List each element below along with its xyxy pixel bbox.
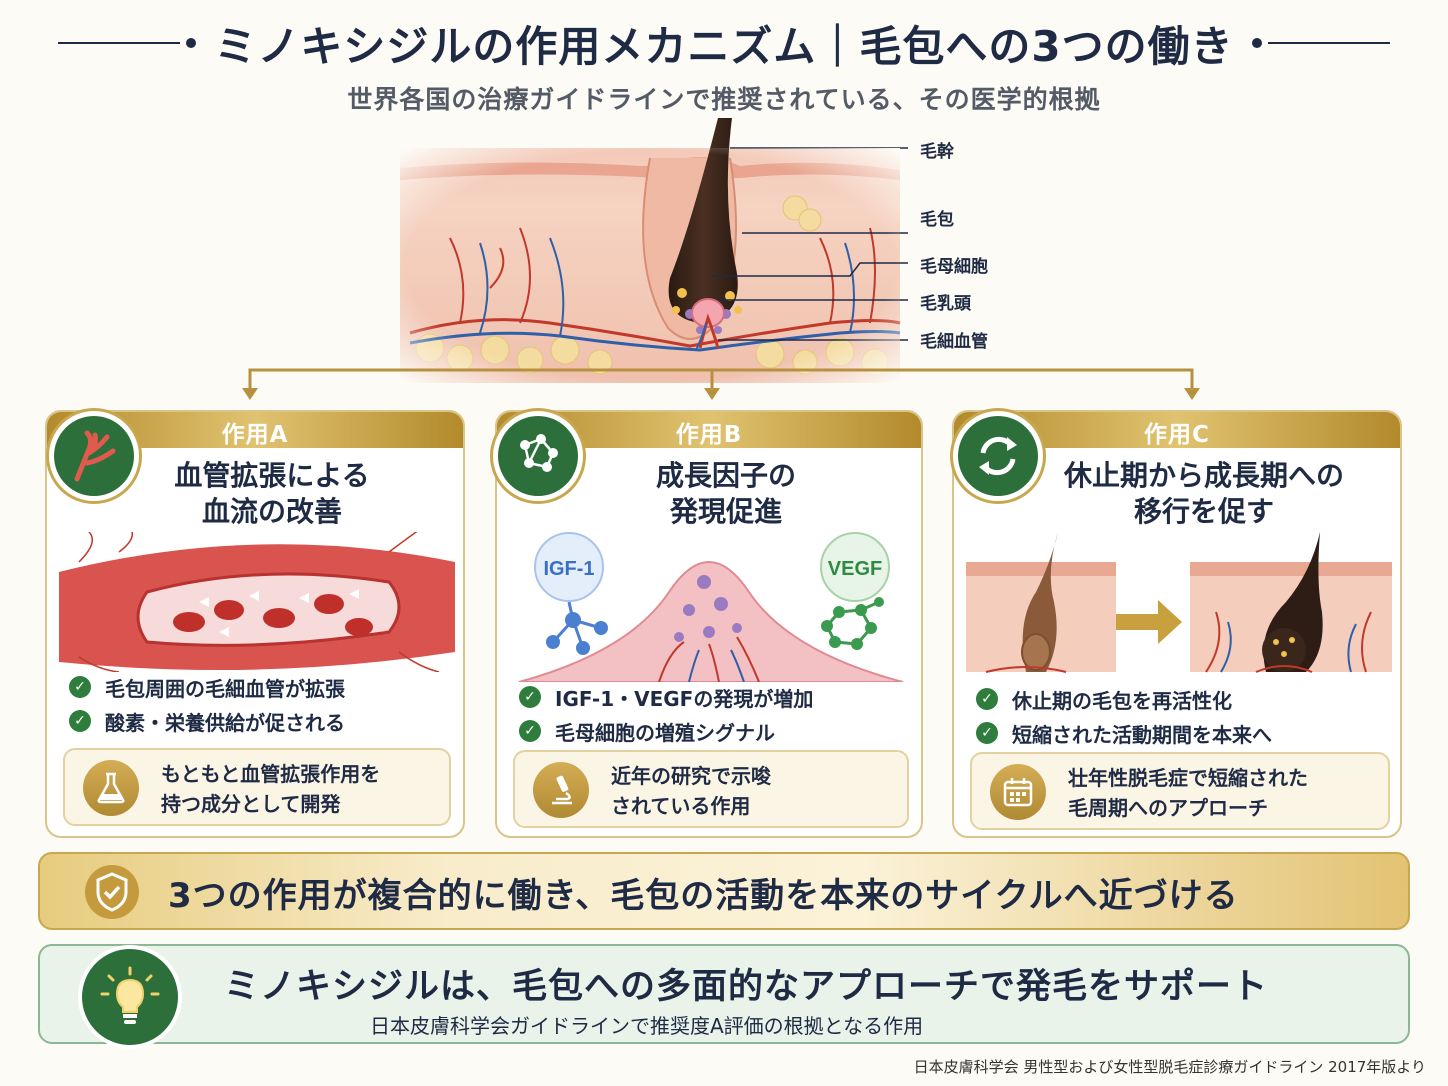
card-c-bullets: ✓休止期の毛包を再活性化 ✓短縮された活動期間を本来へ [976, 682, 1272, 750]
label-capillaries: 毛細血管 [920, 332, 988, 352]
card-c-heading: 休止期から成長期への 移行を促す [1004, 458, 1400, 530]
card-a-heading-line2: 血流の改善 [201, 495, 342, 528]
card-c-tag: 作用C [1144, 422, 1210, 448]
card-b-bullet: ✓毛母細胞の増殖シグナル [519, 714, 813, 748]
conclusion-main-text: ミノキシジルは、毛包への多面的なアプローチで発毛をサポート [224, 967, 1269, 1007]
blood-vessel-image [59, 532, 455, 672]
conclusion-box: ミノキシジルは、毛包への多面的なアプローチで発毛をサポート 日本皮膚科学会ガイド… [38, 944, 1410, 1049]
card-b-heading-line2: 発現促進 [669, 495, 782, 528]
flask-icon [83, 760, 139, 816]
label-hair-follicle: 毛包 [920, 210, 954, 230]
card-action-c: 作用C 休止期から成長期への 移行を促す ✓休止期の毛包を再活性化 ✓短縮された… [952, 410, 1402, 838]
hair-cycle-image [966, 532, 1392, 673]
card-b-tag: 作用B [675, 422, 743, 448]
title-row: ミノキシジルの作用メカニズム｜毛包への3つの働き [0, 8, 1448, 78]
summary-bar: 3つの作用が複合的に働き、毛包の活動を本来のサイクルへ近づける [38, 852, 1410, 930]
check-icon: ✓ [519, 686, 541, 708]
source-citation: 日本皮膚科学会 男性型および女性型脱毛症診療ガイドライン 2017年版より [913, 1058, 1426, 1076]
cycle-arrows-icon [958, 416, 1038, 496]
card-b-heading-line1: 成長因子の [655, 459, 796, 492]
molecule-label-igf1: IGF-1 [543, 558, 594, 580]
card-c-heading-line2: 移行を促す [1133, 495, 1274, 528]
card-a-heading-line1: 血管拡張による [174, 459, 370, 492]
card-a-bullets: ✓毛包周囲の毛細血管が拡張 ✓酸素・栄養供給が促される [69, 670, 345, 738]
hair-follicle-illustration: 毛幹 毛包 毛母細胞 毛乳頭 毛細血管 [400, 118, 1060, 383]
skin-cross-section-image [400, 118, 908, 383]
card-a-heading: 血管拡張による 血流の改善 [77, 458, 463, 530]
label-hair-matrix-cells: 毛母細胞 [920, 257, 988, 277]
card-b-note: 近年の研究で示唆 されている作用 [513, 750, 909, 828]
title-ornament-left [58, 38, 197, 48]
card-a-tag: 作用A [221, 422, 289, 448]
label-hair-shaft: 毛幹 [920, 142, 954, 162]
page-subtitle: 世界各国の治療ガイドラインで推奨されている、その医学的根拠 [347, 85, 1101, 114]
card-c-note: 壮年性脱毛症で短縮された 毛周期へのアプローチ [970, 752, 1390, 830]
conclusion-sub-text: 日本皮膚科学会ガイドラインで推奨度A評価の根拠となる作用 [370, 1014, 924, 1038]
shield-check-icon [85, 865, 139, 919]
card-c-heading-line1: 休止期から成長期への [1063, 459, 1344, 492]
card-c-badge [950, 408, 1046, 504]
molecule-label-vegf: VEGF [828, 558, 882, 580]
card-b-heading: 成長因子の 発現促進 [527, 458, 921, 530]
check-icon: ✓ [519, 720, 541, 742]
card-a-note: もともと血管拡張作用を 持つ成分として開発 [63, 748, 451, 826]
label-dermal-papilla: 毛乳頭 [920, 294, 971, 314]
lightbulb-icon [78, 945, 182, 1049]
card-a-bullet: ✓酸素・栄養供給が促される [69, 704, 345, 738]
card-action-b: 作用B 成長因子の 発現促進 IGF-1 VEGF ✓IGF-1・VEGFの発現… [495, 410, 923, 838]
card-a-note-text: もともと血管拡張作用を 持つ成分として開発 [161, 762, 381, 816]
page-title: ミノキシジルの作用メカニズム｜毛包への3つの働き [214, 21, 1234, 71]
card-c-note-text: 壮年性脱毛症で短縮された 毛周期へのアプローチ [1068, 766, 1308, 820]
connector-arrows [242, 368, 1200, 400]
check-icon: ✓ [976, 688, 998, 710]
card-c-bullet: ✓休止期の毛包を再活性化 [976, 682, 1272, 716]
check-icon: ✓ [69, 676, 91, 698]
summary-text: 3つの作用が複合的に働き、毛包の活動を本来のサイクルへ近づける [168, 876, 1239, 916]
card-c-bullet: ✓短縮された活動期間を本来へ [976, 716, 1272, 750]
card-b-note-text: 近年の研究で示唆 されている作用 [611, 764, 771, 818]
blood-vessel-icon [54, 416, 134, 496]
card-a-badge [46, 408, 142, 504]
calendar-icon [990, 764, 1046, 820]
check-icon: ✓ [976, 722, 998, 744]
card-a-bullet: ✓毛包周囲の毛細血管が拡張 [69, 670, 345, 704]
check-icon: ✓ [69, 710, 91, 732]
title-ornament-right [1251, 38, 1390, 48]
card-b-bullets: ✓IGF-1・VEGFの発現が増加 ✓毛母細胞の増殖シグナル [519, 680, 813, 748]
growth-factor-image: IGF-1 VEGF [518, 532, 904, 682]
header: ミノキシジルの作用メカニズム｜毛包への3つの働き 世界各国の治療ガイドラインで推… [0, 0, 1448, 120]
card-b-bullet: ✓IGF-1・VEGFの発現が増加 [519, 680, 813, 714]
card-b-badge [490, 408, 586, 504]
molecule-icon [498, 416, 578, 496]
microscope-icon [533, 762, 589, 818]
